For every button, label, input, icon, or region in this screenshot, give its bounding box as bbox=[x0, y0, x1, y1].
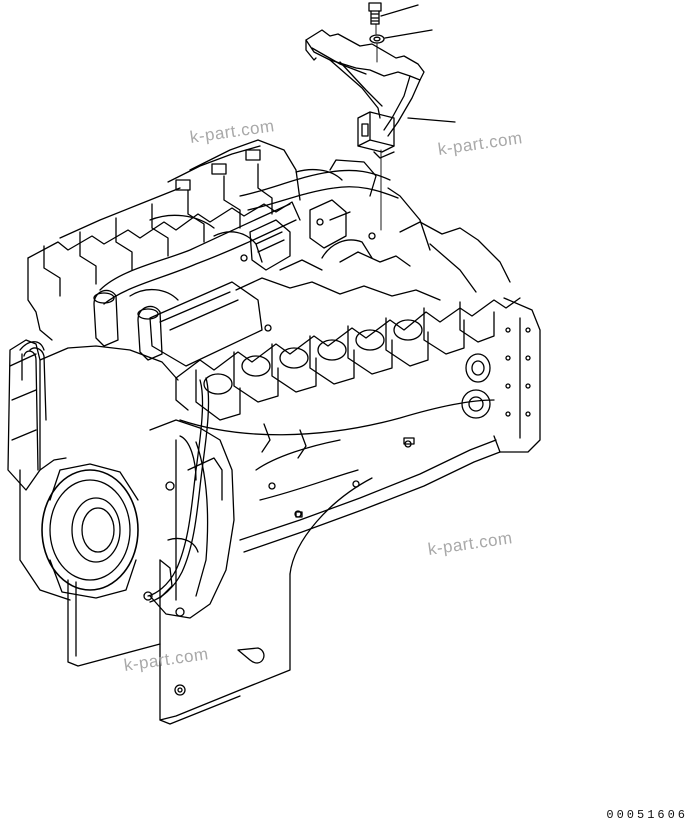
washer-part bbox=[369, 34, 385, 44]
engine-assembly bbox=[7, 139, 541, 725]
bolt-leader-line bbox=[380, 4, 419, 17]
crank-pulley bbox=[41, 469, 139, 591]
bracket-part bbox=[305, 29, 425, 159]
washer-leader-line bbox=[384, 29, 433, 39]
drawing-number: 00051606 bbox=[606, 808, 688, 822]
bolt-part bbox=[368, 2, 382, 25]
bracket-leader-line bbox=[407, 117, 456, 123]
